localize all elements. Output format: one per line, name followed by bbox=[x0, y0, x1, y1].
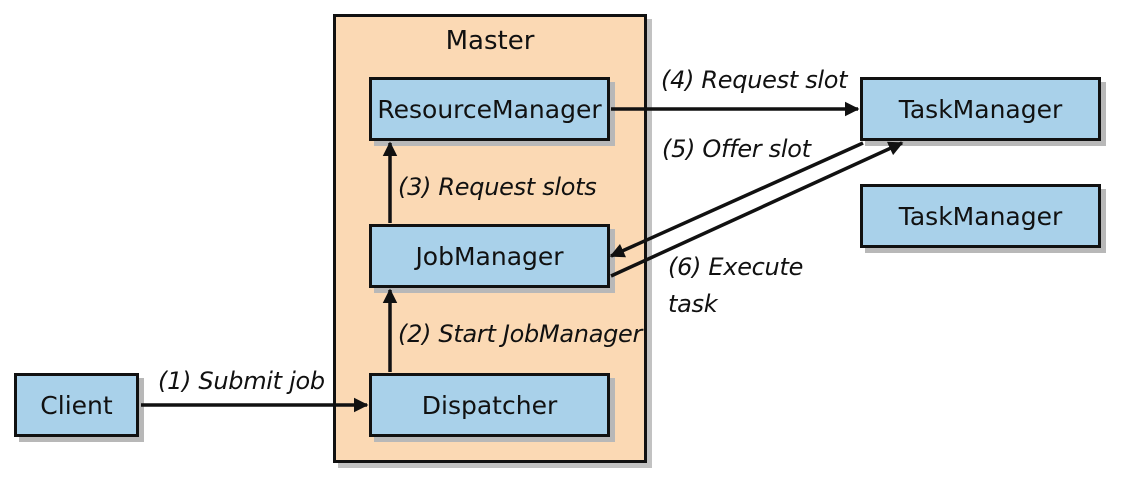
dispatcher-node: Dispatcher bbox=[369, 373, 610, 437]
request-slots-label: (3) Request slots bbox=[398, 173, 597, 201]
resource-manager-node: ResourceManager bbox=[369, 77, 610, 141]
execute-task-label-line2: task bbox=[668, 290, 718, 318]
master-title: Master bbox=[445, 26, 535, 56]
task-manager-node: TaskManager bbox=[860, 184, 1101, 248]
offer-slot-label: (5) Offer slot bbox=[662, 135, 811, 163]
job-manager-node: JobManager bbox=[369, 224, 610, 288]
execute-task-label: (6) Execute bbox=[668, 253, 804, 281]
client-node: Client bbox=[14, 373, 139, 437]
offer-slot-arrow bbox=[609, 141, 864, 258]
execute-task-arrow bbox=[610, 141, 904, 278]
submit-job-label: (1) Submit job bbox=[158, 367, 325, 395]
task-manager-node: TaskManager bbox=[860, 77, 1101, 141]
start-job-manager-label: (2) Start JobManager bbox=[398, 320, 643, 348]
request-slot-label: (4) Request slot bbox=[661, 66, 848, 94]
